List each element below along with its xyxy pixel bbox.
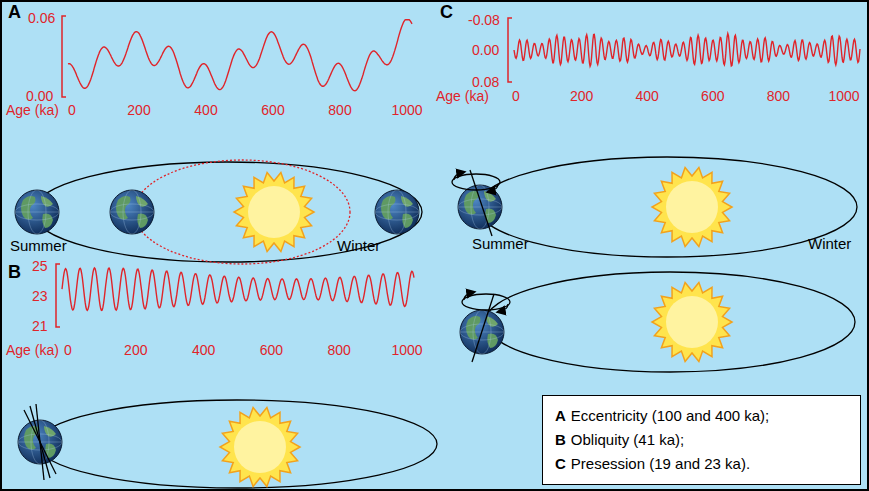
eccentricity-curve — [68, 20, 412, 91]
panel-letter: B — [8, 264, 21, 280]
axis-label: Age (ka) — [6, 102, 59, 118]
axis-label: 0.00 — [472, 42, 499, 58]
panel-letter: B — [555, 431, 566, 448]
legend-line: C Presession (19 and 23 ka). — [555, 452, 848, 476]
axis-label: 800 — [328, 102, 351, 118]
obliquity-curve — [62, 268, 414, 310]
axis-label: 21 — [32, 318, 48, 334]
axis-label: -0.08 — [468, 12, 500, 28]
sun-symbol — [234, 173, 314, 252]
season-label: Winter — [808, 236, 851, 252]
axis-label: 400 — [636, 88, 659, 104]
axis-label: 0 — [512, 88, 520, 104]
sun-core — [666, 181, 718, 233]
axis-label: 0 — [64, 342, 72, 358]
sun-core — [248, 186, 300, 238]
panel-letter: A — [8, 4, 21, 20]
axis-label: 600 — [260, 342, 283, 358]
axis-label: 1000 — [391, 342, 422, 358]
axis-label: 1000 — [828, 88, 859, 104]
sun-core — [234, 421, 286, 473]
legend-line: A Eccentricity (100 and 400 ka); — [555, 404, 848, 428]
legend-text: Obliquity (41 ka); — [571, 431, 684, 448]
axis-label: Age (ka) — [436, 88, 489, 104]
axis-label: Age (ka) — [6, 342, 59, 358]
axis-label: 600 — [701, 88, 724, 104]
season-label: Summer — [472, 236, 529, 252]
sun-symbol — [652, 168, 732, 247]
sun-core — [666, 296, 718, 348]
axis-label: 0.08 — [472, 74, 499, 90]
axis-label: 600 — [261, 102, 284, 118]
season-label: Winter — [337, 238, 380, 254]
axis-label: 800 — [328, 342, 351, 358]
legend-text: Presession (19 and 23 ka). — [571, 455, 750, 472]
axis-label: 0.00 — [26, 88, 53, 104]
axis-label: 400 — [192, 342, 215, 358]
season-label: Summer — [10, 238, 67, 254]
axis-label: 1000 — [391, 102, 422, 118]
axis-label: 25 — [32, 258, 48, 274]
axis-label: 200 — [127, 102, 150, 118]
panel-letter: A — [555, 407, 566, 424]
axis-label: 200 — [570, 88, 593, 104]
panel-letter: C — [555, 455, 566, 472]
legend-line: B Obliquity (41 ka); — [555, 428, 848, 452]
precession-curve — [514, 34, 860, 67]
legend-box: A Eccentricity (100 and 400 ka); B Obliquit… — [542, 395, 861, 485]
axis-label: 0 — [68, 102, 76, 118]
sun-symbol — [652, 283, 732, 362]
legend-text: Eccentricity (100 and 400 ka); — [571, 407, 769, 424]
panel-letter: C — [440, 4, 453, 20]
axis-label: 800 — [767, 88, 790, 104]
axis-label: 0.06 — [28, 10, 55, 26]
axis-label: 400 — [194, 102, 217, 118]
sun-symbol — [220, 408, 300, 487]
axis-label: 200 — [124, 342, 147, 358]
axis-label: 23 — [32, 288, 48, 304]
